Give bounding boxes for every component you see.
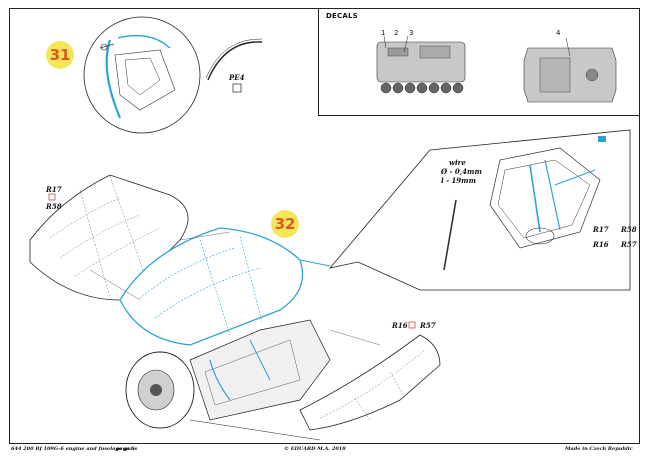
wire-length: l - 19mm (441, 176, 476, 185)
part-label-r57-center: R57 (420, 321, 436, 330)
decal-gun-top (523, 37, 617, 103)
inset-frame-detail (489, 136, 606, 249)
step-32-badge: 32 (271, 210, 299, 238)
decals-title: DECALS (326, 12, 358, 20)
part-label-r58-left: R58 (46, 202, 62, 211)
decal-callout-4: 4 (556, 29, 561, 37)
guide-lines (89, 231, 381, 346)
wire-title: wire (449, 158, 466, 167)
lower-right-cowling-panel (299, 334, 441, 431)
decal-callout-3: 3 (409, 29, 414, 37)
part-label-pe4: PE4 (229, 73, 245, 82)
decals-panel (318, 8, 640, 116)
pe4-part (207, 41, 263, 81)
decal-gun-side (376, 35, 466, 94)
footer-origin: Made in Czech Republic (565, 446, 633, 452)
inset-callout (328, 129, 631, 291)
top-cowling-blue (119, 227, 331, 346)
step-31-badge: 31 (46, 41, 74, 69)
footer-product: 644 200 Bf 109G-6 engine and fuselage gu… (11, 446, 138, 452)
part-label-r58-inset: R58 (621, 225, 637, 234)
decal-callout-1: 1 (381, 29, 386, 37)
part-label-r16-inset: R16 (593, 240, 609, 249)
footer-page-number: page 6 (116, 446, 135, 452)
decal-callout-2: 2 (394, 29, 399, 37)
part-label-r17-inset: R17 (593, 225, 609, 234)
page-frame (9, 8, 640, 444)
part-label-r16-center: R16 (392, 321, 408, 330)
footer-copyright: © EDUARD M.A. 2018 (284, 446, 346, 452)
step-31-detail (83, 16, 201, 134)
part-label-r17-left: R17 (46, 185, 62, 194)
wire-part (443, 199, 457, 271)
part-label-r57-inset: R57 (621, 240, 637, 249)
wire-diameter: Ø - 0,4mm (441, 167, 482, 176)
engine-fuselage (125, 319, 331, 441)
